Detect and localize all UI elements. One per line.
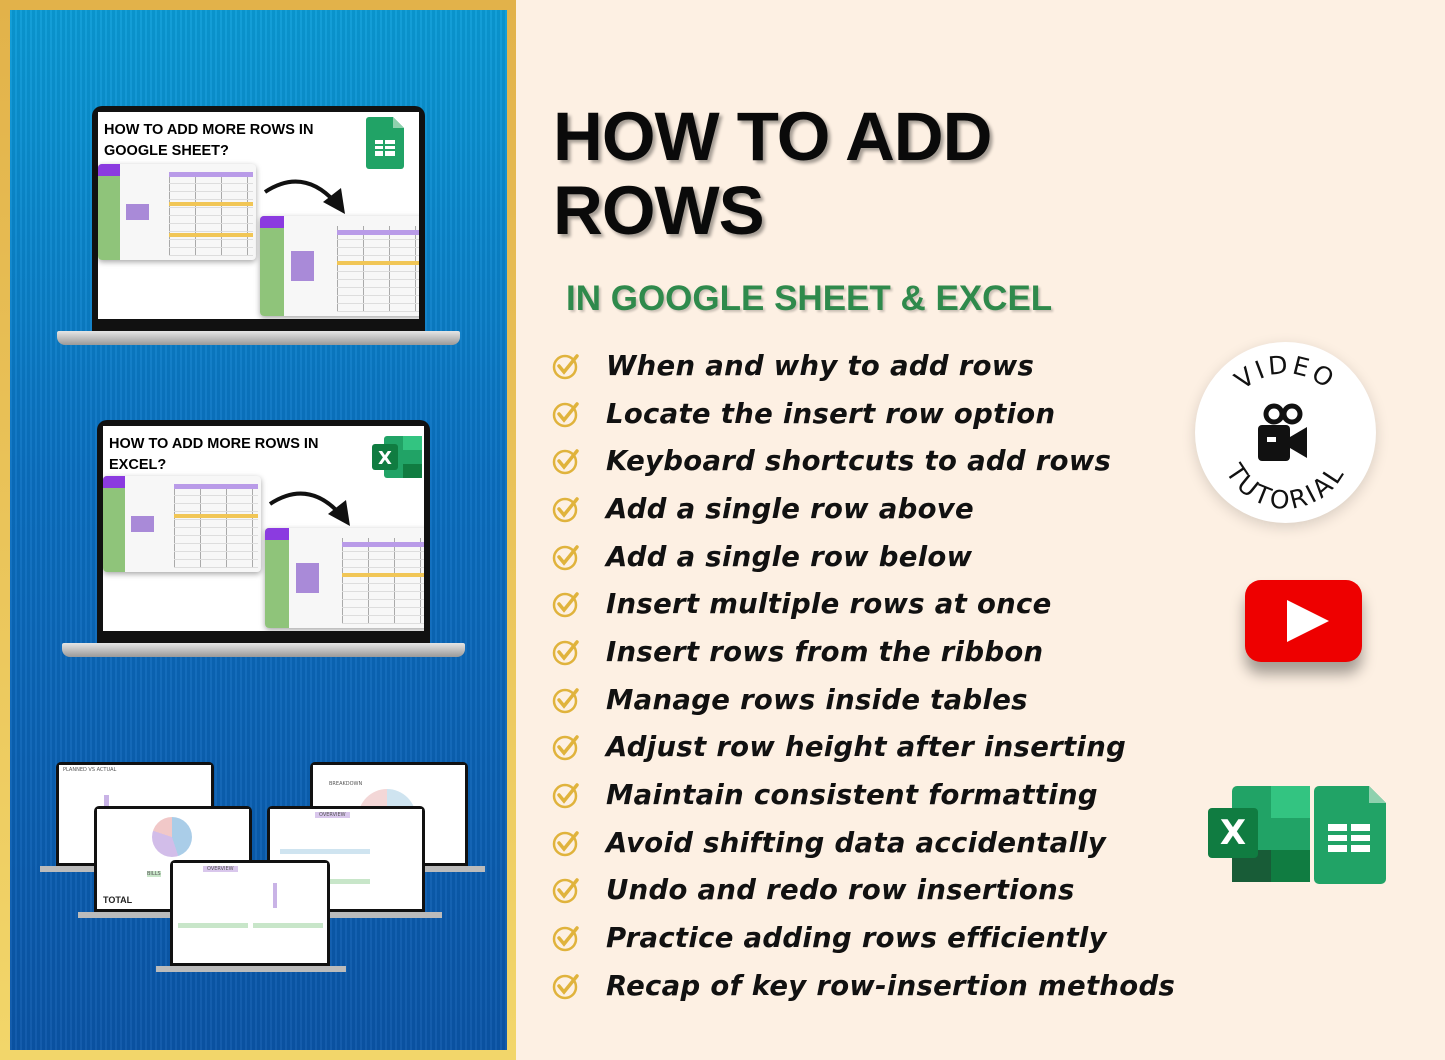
mini-label: BREAKDOWN [329, 781, 363, 787]
spreadsheet-before [103, 476, 261, 572]
svg-text:X: X [1220, 813, 1246, 853]
spreadsheet-after [260, 216, 419, 316]
mini-label: PLANNED VS ACTUAL [63, 767, 117, 773]
checkmark-icon [552, 687, 579, 713]
topic-item: Locate the insert row option [550, 390, 1175, 438]
topic-item: When and why to add rows [550, 342, 1175, 390]
checkmark-icon [552, 640, 579, 666]
app-icons: X [1208, 786, 1386, 890]
svg-text:X: X [378, 448, 392, 469]
checkmark-icon [552, 783, 579, 809]
topic-item: Manage rows inside tables [550, 676, 1175, 724]
checkmark-icon [552, 878, 579, 904]
topic-label: Manage rows inside tables [606, 683, 1028, 716]
topic-label: Maintain consistent formatting [606, 779, 1098, 812]
checkmark-icon [552, 830, 579, 856]
mini-label: OVERVIEW [315, 812, 350, 818]
badge-bottom-text: TUTORIAL [1220, 458, 1351, 515]
topic-item: Undo and redo row insertions [550, 867, 1175, 915]
checkmark-icon [552, 401, 579, 427]
checkmark-icon [552, 354, 579, 380]
excel-icon: X [372, 436, 422, 478]
topic-item: Practice adding rows efficiently [550, 914, 1175, 962]
mini-label: OVERVIEW [203, 866, 238, 872]
mini-label: BILLS [147, 871, 161, 877]
checkmark-icon [552, 735, 579, 761]
topic-label: Keyboard shortcuts to add rows [606, 445, 1112, 478]
checkmark-icon [552, 544, 579, 570]
topic-item: Recap of key row-insertion methods [550, 962, 1175, 1010]
topic-item: Add a single row below [550, 533, 1175, 581]
topic-label: Practice adding rows efficiently [606, 922, 1107, 955]
spreadsheet-before [98, 164, 256, 260]
topic-label: Undo and redo row insertions [606, 874, 1075, 907]
video-tutorial-badge: VIDEO TUTORIAL [1195, 342, 1376, 523]
topic-item: Avoid shifting data accidentally [550, 819, 1175, 867]
title-line-1: HOW TO ADD [553, 98, 992, 175]
arrow-icon [268, 491, 350, 526]
checkmark-icon [552, 497, 579, 523]
topic-item: Adjust row height after inserting [550, 724, 1175, 772]
arrow-icon [263, 179, 345, 214]
topic-label: Insert rows from the ribbon [606, 635, 1044, 668]
mini-laptop-center: OVERVIEW [170, 860, 330, 966]
mini-total-label: TOTAL [103, 895, 133, 905]
laptop-excel: HOW TO ADD MORE ROWS IN EXCEL? X [62, 420, 465, 660]
excel-icon: X [1208, 786, 1310, 882]
google-sheets-icon [366, 117, 404, 169]
video-camera-icon [1258, 403, 1307, 461]
topic-item: Insert rows from the ribbon [550, 628, 1175, 676]
topic-label: Locate the insert row option [606, 397, 1056, 430]
youtube-icon[interactable] [1245, 580, 1362, 662]
topic-label: Recap of key row-insertion methods [606, 969, 1176, 1002]
checkmark-icon [552, 926, 579, 952]
checkmark-icon [552, 449, 579, 475]
spreadsheet-after [265, 528, 424, 628]
topic-item: Maintain consistent formatting [550, 771, 1175, 819]
topic-item: Add a single row above [550, 485, 1175, 533]
topic-item: Keyboard shortcuts to add rows [550, 437, 1175, 485]
badge-top-text: VIDEO [1229, 350, 1341, 395]
page-subtitle: IN GOOGLE SHEET & EXCEL [566, 279, 1053, 318]
topic-label: Adjust row height after inserting [606, 731, 1127, 764]
topic-label: Add a single row below [606, 540, 973, 573]
topic-label: When and why to add rows [606, 349, 1035, 382]
laptop-google-sheet: HOW TO ADD MORE ROWS IN GOOGLE SHEET? [57, 106, 460, 346]
checkmark-icon [552, 974, 579, 1000]
google-sheets-icon [1314, 786, 1386, 884]
title-line-2: ROWS [553, 172, 765, 249]
laptop-title: HOW TO ADD MORE ROWS IN GOOGLE SHEET? [104, 122, 314, 159]
laptop-title: HOW TO ADD MORE ROWS IN EXCEL? [109, 436, 319, 473]
checkmark-icon [552, 592, 579, 618]
topic-label: Avoid shifting data accidentally [606, 826, 1107, 859]
badge-graphic: VIDEO TUTORIAL [1220, 350, 1351, 515]
topic-label: Insert multiple rows at once [606, 588, 1052, 621]
topic-item: Insert multiple rows at once [550, 580, 1175, 628]
topic-label: Add a single row above [606, 492, 974, 525]
